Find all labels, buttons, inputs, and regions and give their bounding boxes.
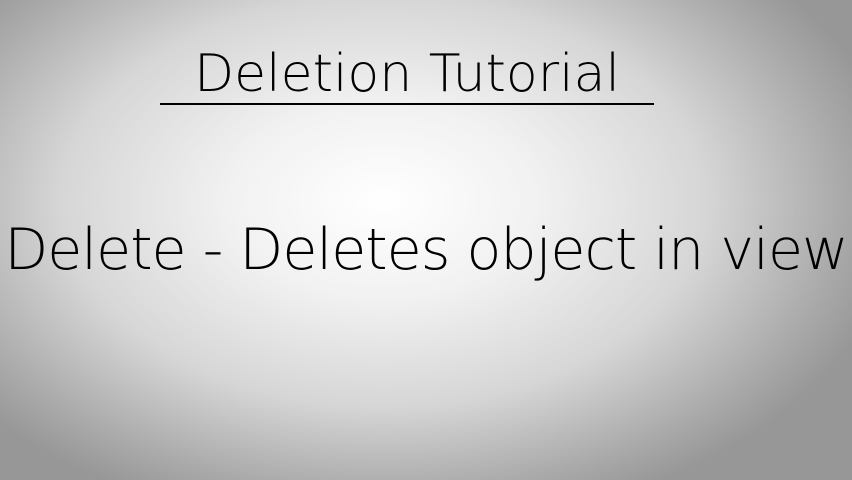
title-block: Deletion Tutorial [0, 40, 852, 112]
slide-body-text: Delete - Deletes object in view [4, 217, 848, 283]
title-underline [160, 103, 654, 105]
slide-title: Deletion Tutorial [194, 44, 620, 104]
